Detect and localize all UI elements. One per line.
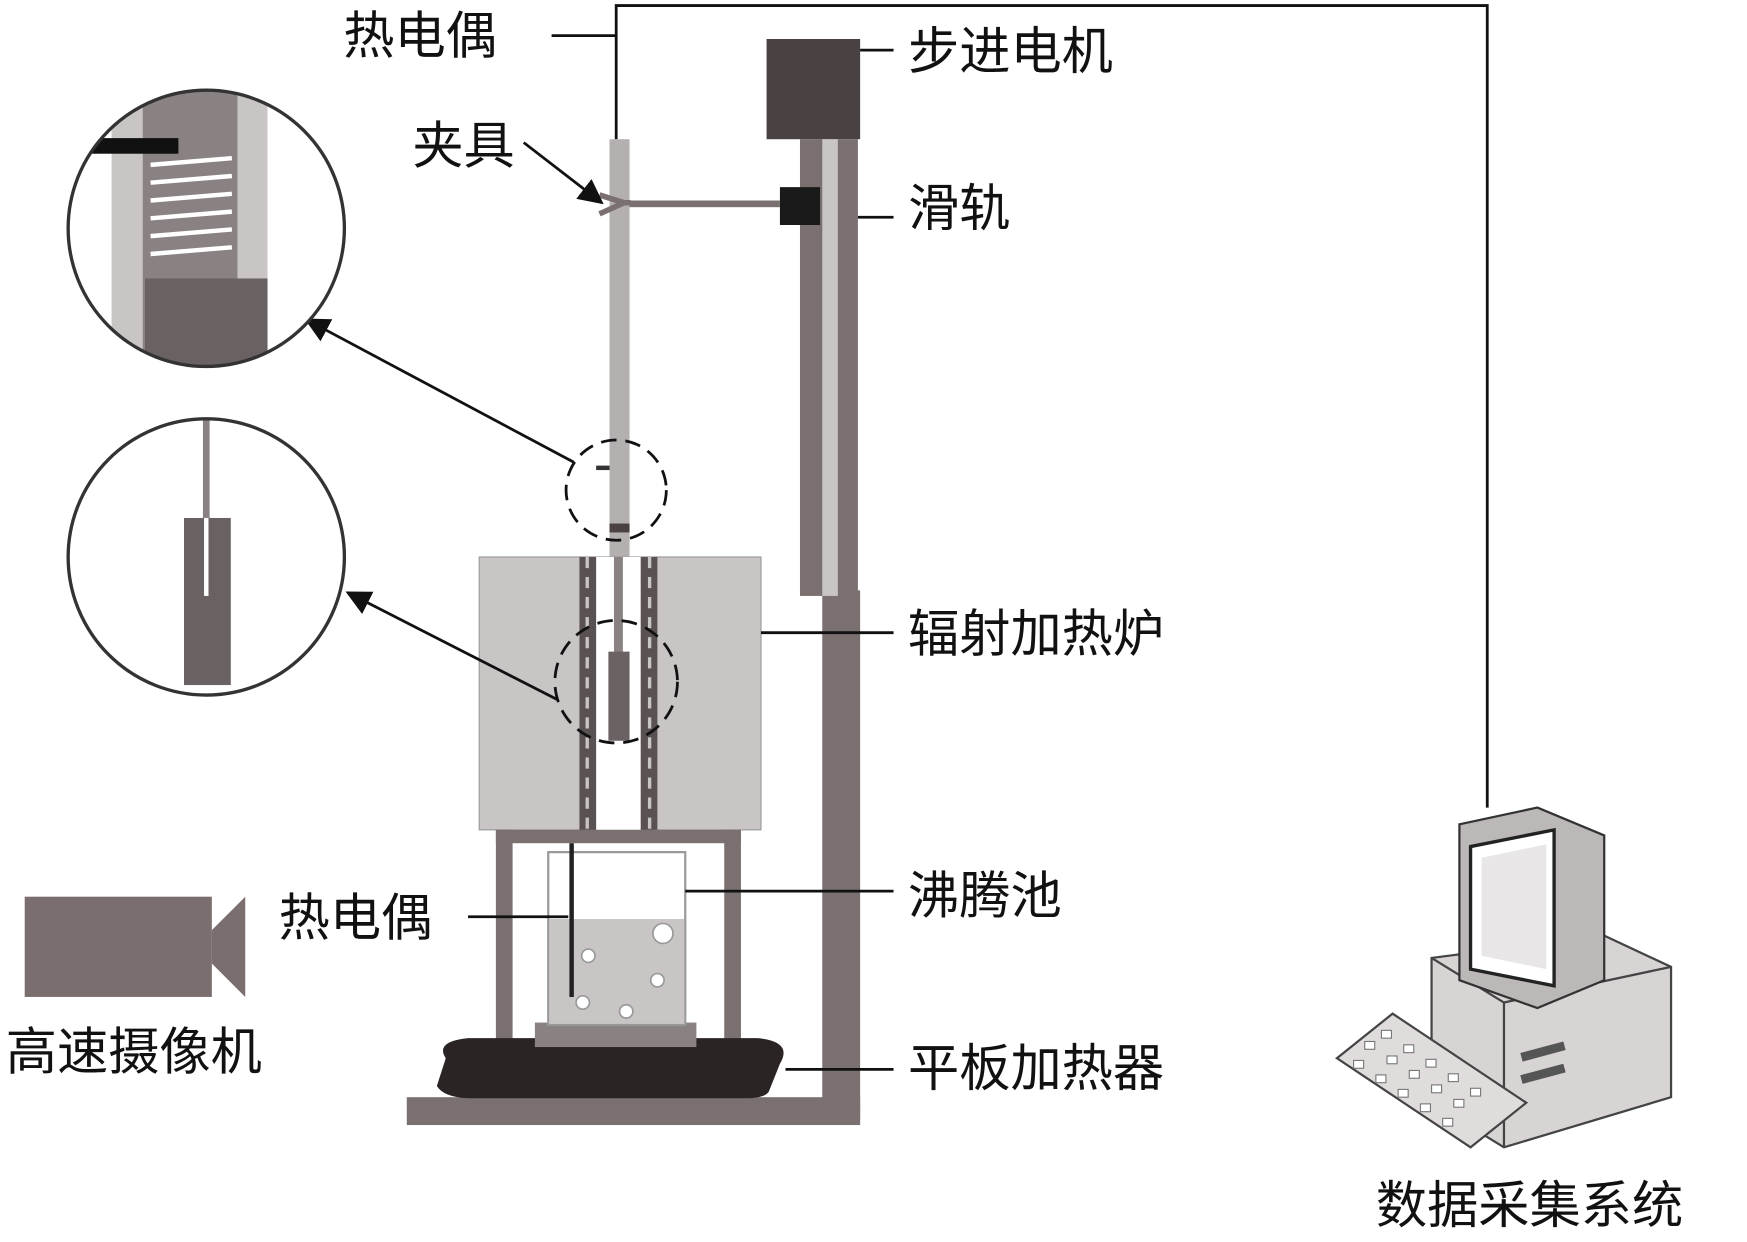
high-speed-camera-icon bbox=[24, 896, 246, 997]
clamp-pointer bbox=[522, 141, 604, 205]
furnace-leg-right bbox=[724, 829, 741, 1098]
stand-column bbox=[822, 590, 861, 1120]
label-data-acquisition: 数据采集系统 bbox=[1376, 1176, 1683, 1236]
rod-in-furnace bbox=[613, 556, 623, 658]
furnace-leg-left bbox=[495, 829, 513, 1098]
thermocouple-rod bbox=[609, 139, 630, 557]
carriage-block bbox=[779, 187, 821, 226]
heater-platform bbox=[534, 1022, 697, 1048]
detail-arrow-lower bbox=[345, 591, 558, 701]
detail-marker-upper bbox=[564, 438, 668, 542]
detail-marker-lower bbox=[553, 619, 679, 745]
detail-circle-lower bbox=[66, 417, 347, 697]
leg-crossbar bbox=[495, 829, 741, 844]
label-high-speed-camera: 高速摄像机 bbox=[6, 1022, 262, 1082]
detail-view-sample bbox=[69, 419, 344, 694]
clamp-arm bbox=[623, 200, 780, 208]
computer-icon bbox=[1334, 806, 1673, 1149]
label-slide-rail: 滑轨 bbox=[908, 179, 1010, 239]
detail-circle-upper bbox=[66, 88, 347, 369]
clamp bbox=[598, 192, 632, 217]
sample bbox=[608, 651, 630, 741]
rod-mark bbox=[596, 465, 610, 471]
stepper-motor bbox=[766, 38, 861, 140]
label-clamp: 夹具 bbox=[412, 117, 514, 177]
base-plate bbox=[406, 1097, 861, 1126]
label-thermocouple-top: 热电偶 bbox=[343, 6, 497, 66]
bubbles bbox=[575, 922, 674, 1019]
signal-wire bbox=[614, 4, 1489, 808]
label-radiant-furnace: 辐射加热炉 bbox=[908, 605, 1164, 665]
detail-arrow-upper bbox=[304, 318, 575, 464]
plate-heater bbox=[436, 1038, 784, 1099]
slide-rail-groove bbox=[822, 139, 838, 596]
rod-joint bbox=[609, 523, 630, 533]
detail-view-spring bbox=[69, 91, 344, 366]
label-thermocouple-bottom: 热电偶 bbox=[279, 889, 433, 949]
label-plate-heater: 平板加热器 bbox=[908, 1039, 1164, 1099]
label-stepper-motor: 步进电机 bbox=[908, 22, 1113, 82]
label-boiling-pool: 沸腾池 bbox=[908, 866, 1062, 926]
